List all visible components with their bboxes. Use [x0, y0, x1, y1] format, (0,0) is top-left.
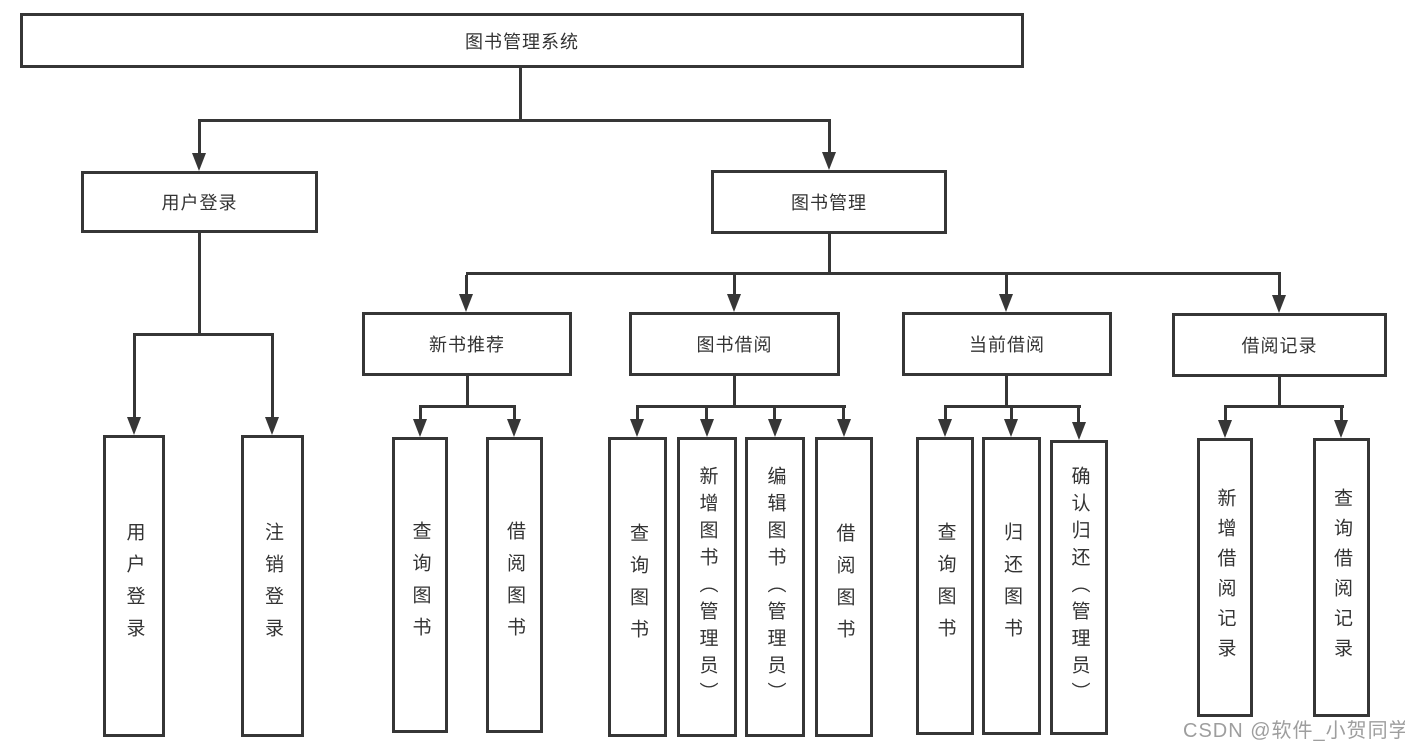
connector-line: [198, 122, 201, 153]
node-book-borrow: 图书借阅: [629, 312, 840, 376]
connector-line: [828, 234, 831, 272]
leaf-edit-books-admin: 编辑图书（管理员）: [745, 437, 805, 737]
connector-line: [133, 333, 274, 336]
node-root: 图书管理系统: [20, 13, 1024, 68]
connector-line: [419, 405, 516, 408]
node-book-management-branch: 图书管理: [711, 170, 947, 234]
connector-line: [465, 275, 468, 294]
connector-line: [636, 405, 846, 408]
node-user-login-branch: 用户登录: [81, 171, 318, 233]
connector-line: [271, 336, 274, 417]
connector-line: [198, 233, 201, 333]
connector-line: [733, 376, 736, 405]
leaf-query-books-1: 查询图书: [392, 437, 448, 733]
arrowhead-down: [630, 419, 644, 437]
connector-line: [1010, 408, 1013, 419]
arrowhead-down: [999, 294, 1013, 312]
leaf-borrow-books-2: 借阅图书: [815, 437, 873, 737]
node-current-borrow: 当前借阅: [902, 312, 1112, 376]
connector-line: [842, 408, 845, 419]
connector-line: [513, 408, 516, 419]
arrowhead-down: [192, 153, 206, 171]
arrowhead-down: [700, 419, 714, 437]
connector-line: [1005, 376, 1008, 405]
leaf-return-books: 归还图书: [982, 437, 1041, 735]
connector-line: [944, 408, 947, 419]
leaf-borrow-books-1: 借阅图书: [486, 437, 543, 733]
arrowhead-down: [822, 152, 836, 170]
leaf-logout: 注销登录: [241, 435, 304, 737]
connector-line: [1224, 408, 1227, 420]
arrowhead-down: [1272, 295, 1286, 313]
connector-line: [466, 272, 1281, 275]
leaf-add-books-admin: 新增图书（管理员）: [677, 437, 737, 737]
arrowhead-down: [265, 417, 279, 435]
connector-line: [773, 408, 776, 419]
arrowhead-down: [1004, 419, 1018, 437]
connector-line: [944, 405, 1081, 408]
connector-line: [636, 408, 639, 419]
connector-line: [466, 376, 469, 405]
connector-line: [1077, 408, 1080, 422]
connector-line: [519, 68, 522, 119]
connector-line: [419, 408, 422, 419]
connector-line: [1278, 377, 1281, 405]
connector-line: [1278, 275, 1281, 295]
connector-line: [198, 119, 831, 122]
leaf-query-books-3: 查询图书: [916, 437, 974, 735]
connector-line: [1340, 408, 1343, 420]
connector-line: [733, 275, 736, 294]
arrowhead-down: [1072, 422, 1086, 440]
arrowhead-down: [1334, 420, 1348, 438]
connector-line: [828, 122, 831, 152]
node-new-book-recommend: 新书推荐: [362, 312, 572, 376]
arrowhead-down: [507, 419, 521, 437]
connector-line: [1224, 405, 1344, 408]
arrowhead-down: [1218, 420, 1232, 438]
leaf-confirm-return-admin: 确认归还（管理员）: [1050, 440, 1108, 735]
arrowhead-down: [768, 419, 782, 437]
connector-line: [705, 408, 708, 419]
connector-line: [133, 336, 136, 417]
arrowhead-down: [938, 419, 952, 437]
arrowhead-down: [413, 419, 427, 437]
leaf-user-login: 用户登录: [103, 435, 165, 737]
arrowhead-down: [459, 294, 473, 312]
csdn-watermark: CSDN @软件_小贺同学: [1183, 720, 1405, 742]
leaf-add-borrow-record: 新增借阅记录: [1197, 438, 1253, 717]
node-borrow-record: 借阅记录: [1172, 313, 1387, 377]
arrowhead-down: [837, 419, 851, 437]
leaf-query-books-2: 查询图书: [608, 437, 667, 737]
arrowhead-down: [127, 417, 141, 435]
connector-line: [1005, 275, 1008, 294]
leaf-query-borrow-record: 查询借阅记录: [1313, 438, 1370, 717]
arrowhead-down: [727, 294, 741, 312]
